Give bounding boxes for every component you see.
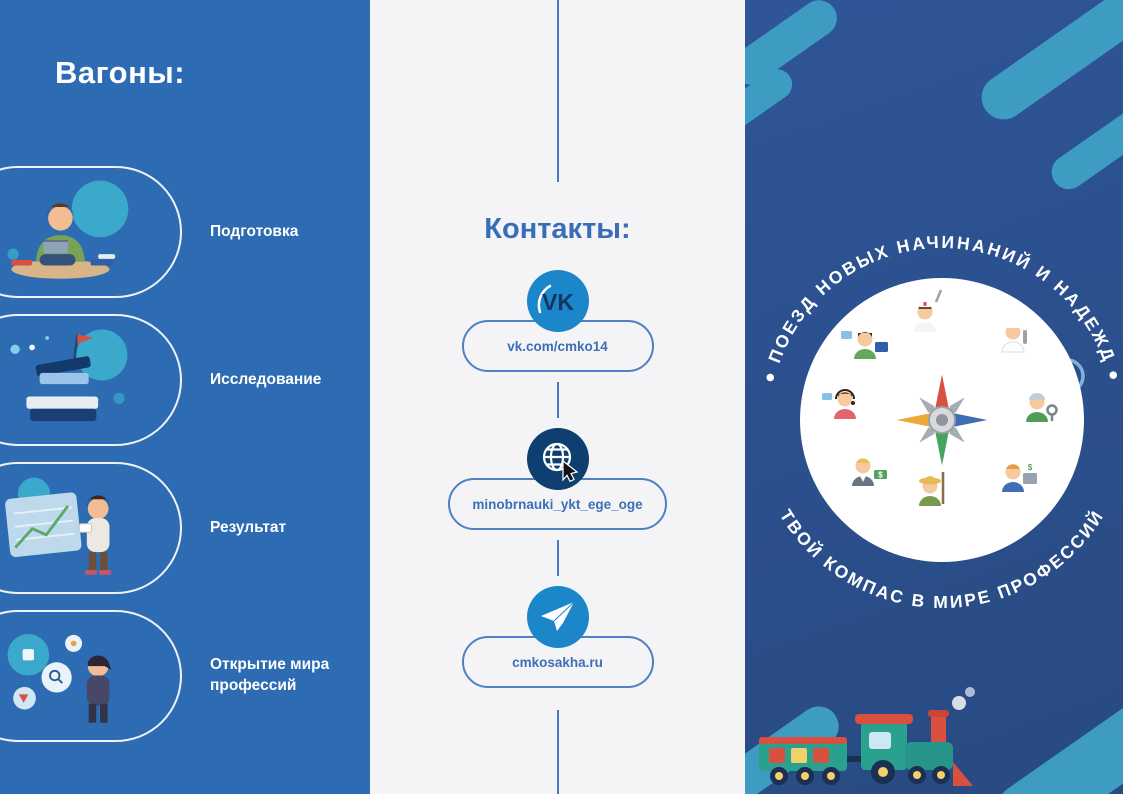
- engineer-icon: [1026, 393, 1058, 422]
- contacts-list: VK vk.com/cmko14 minobrna: [370, 270, 745, 688]
- studying-person-illustration: [7, 180, 129, 279]
- compass-rose-icon: [893, 371, 991, 469]
- right-panel-cover: ● ПОЕЗД НОВЫХ НАЧИНАНИЙ И НАДЕЖД ● ТВОЙ …: [745, 0, 1123, 794]
- wagon-row-research: Исследование: [0, 314, 370, 446]
- nurse-icon: [914, 289, 943, 332]
- divider-line-top: [556, 0, 559, 182]
- contact-site: cmkosakha.ru: [461, 586, 654, 688]
- profession-icons: $ $: [822, 289, 1058, 506]
- connector-line: [556, 540, 559, 576]
- discovery-person-illustration: [7, 633, 112, 723]
- businessman-icon: $: [852, 458, 887, 486]
- toy-train-illustration: [759, 687, 975, 786]
- programmer-icon: [841, 331, 888, 359]
- cover-graphic: ● ПОЕЗД НОВЫХ НАЧИНАНИЙ И НАДЕЖД ● ТВОЙ …: [745, 0, 1123, 794]
- farmer-icon: [919, 472, 945, 506]
- connector-line: [556, 382, 559, 418]
- wagon-label-research: Исследование: [210, 370, 322, 388]
- svg-text:$: $: [1028, 463, 1033, 472]
- wagon-label-preparation: Подготовка: [210, 222, 299, 240]
- wagon-pill: [0, 610, 182, 742]
- contact-vk: VK vk.com/cmko14: [461, 270, 654, 372]
- left-panel-wagons: Вагоны:: [0, 0, 370, 794]
- wagon-row-result: Результат: [0, 462, 370, 594]
- chart-person-illustration: [5, 477, 112, 575]
- contact-website: minobrnauki_ykt_ege_oge: [448, 428, 667, 530]
- contacts-title: Контакты:: [484, 213, 631, 245]
- svg-text:$: $: [878, 471, 883, 480]
- wagon-list: Подготовка: [0, 166, 370, 742]
- wagon-pill: [0, 166, 182, 298]
- wagon-label-discovery: Открытие мира профессий: [210, 656, 330, 694]
- book-stack-illustration: [10, 329, 128, 422]
- wagon-label-result: Результат: [210, 518, 287, 536]
- globe-cursor-icon: [526, 428, 589, 490]
- chef-icon: [1001, 318, 1027, 353]
- wagon-row-discovery: Открытие мира профессий: [0, 610, 370, 742]
- cashier-icon: $: [1002, 463, 1037, 492]
- svg-text:VK: VK: [542, 289, 574, 315]
- paper-plane-icon: [526, 586, 589, 648]
- divider-line-bottom: [556, 710, 559, 794]
- wagons-title: Вагоны:: [55, 55, 186, 90]
- wagon-pill: [0, 314, 182, 446]
- middle-panel-contacts: Контакты: VK vk.com/cmko14: [370, 0, 745, 794]
- vk-icon: VK: [526, 270, 589, 332]
- wagon-row-preparation: Подготовка: [0, 166, 370, 298]
- wagon-pill: [0, 462, 182, 594]
- operator-icon: [822, 389, 856, 419]
